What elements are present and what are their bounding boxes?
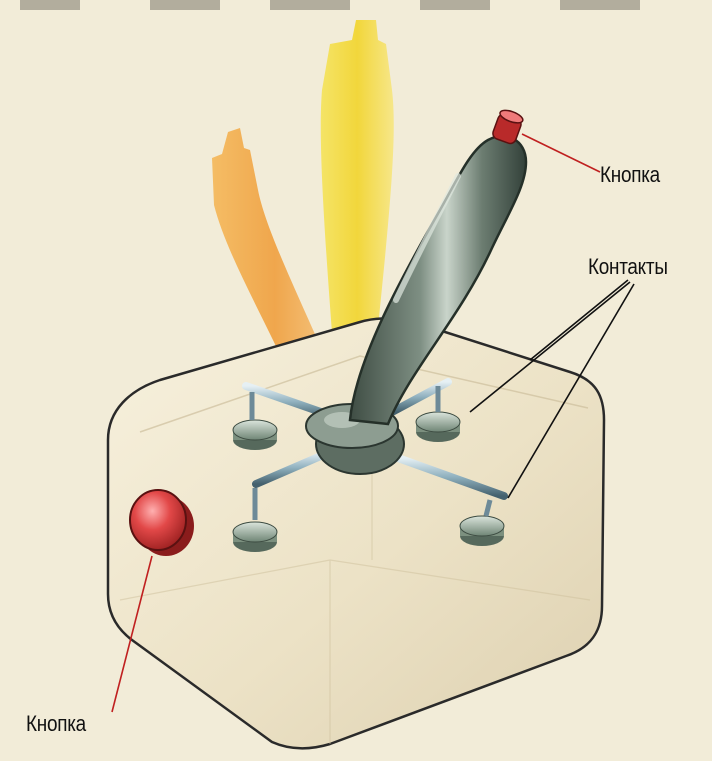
label-bottom-button: Кнопка: [26, 711, 86, 737]
label-contacts: Контакты: [588, 254, 668, 280]
contact-disc: [233, 522, 277, 552]
contact-disc: [233, 420, 277, 450]
background-texture: [20, 0, 640, 10]
leader-line-top-button: [522, 134, 600, 172]
contact-disc: [416, 412, 460, 442]
contact-disc: [460, 516, 504, 546]
label-top-button: Кнопка: [600, 162, 660, 188]
